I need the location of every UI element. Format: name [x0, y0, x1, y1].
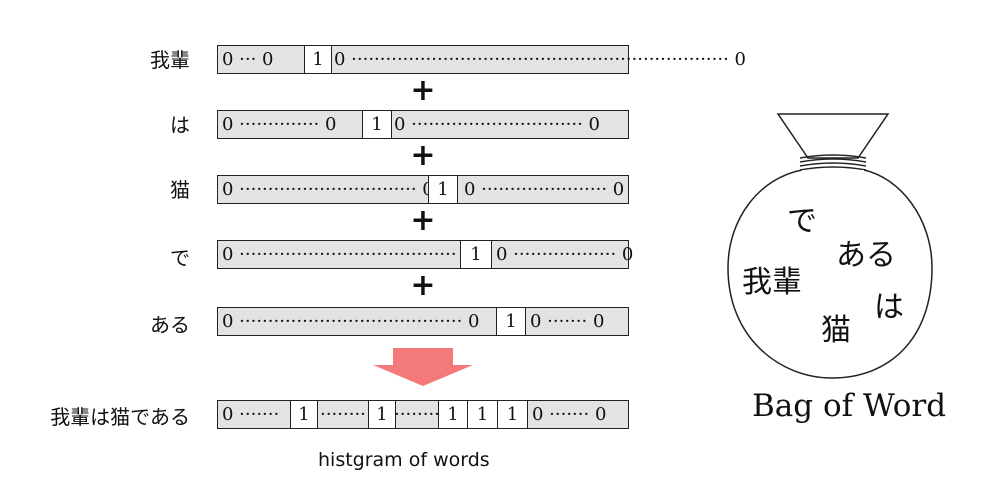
- row-label-4: で: [170, 246, 190, 270]
- one-hot-vector-5: 0 ······································…: [217, 307, 629, 336]
- plus-symbol: +: [410, 268, 436, 303]
- vector-segment: 0 ······························ 0: [394, 114, 600, 135]
- bag-word-de: で: [787, 204, 817, 239]
- down-arrow-icon: [373, 348, 473, 386]
- vector-one-cell: 1: [428, 176, 458, 203]
- bag-word-wagahai: 我輩: [742, 265, 802, 300]
- row-label-1: 我輩: [150, 48, 190, 72]
- vector-segment: 0 ······················ 0: [464, 179, 625, 200]
- vector-one-cell: 1: [498, 401, 528, 428]
- vector-one-cell: 1: [496, 308, 526, 335]
- vector-segment: 0 ······························· 0: [222, 179, 434, 200]
- plus-symbol: +: [410, 73, 436, 108]
- one-hot-vector-1: 0 ··· 0 1 0 ····························…: [217, 45, 746, 74]
- vector-segment: ········: [320, 404, 366, 425]
- vector-one-cell: 1: [468, 401, 498, 428]
- bag-icon: [727, 113, 933, 379]
- vector-one-cell: 1: [460, 241, 492, 268]
- one-hot-vector-2: 0 ·············· 0 1 0 ·················…: [217, 110, 629, 139]
- vector-segment: 0 ······· 0: [530, 311, 605, 332]
- vector-segment: 0 ······································…: [222, 244, 474, 265]
- vector-one-cell: 1: [368, 401, 396, 428]
- vector-segment: 0 ·············· 0: [222, 114, 337, 135]
- row-label-3: 猫: [170, 178, 190, 202]
- bag-word-ha: は: [874, 290, 904, 325]
- bag-word-aru: ある: [836, 238, 896, 273]
- one-hot-vector-4: 0 ······································…: [217, 240, 634, 269]
- plus-symbol: +: [410, 203, 436, 238]
- vector-segment: 0 ·················· 0: [496, 244, 634, 265]
- vector-segment: 0 ······································…: [334, 49, 746, 70]
- histogram-vector: 0 ······· 1 ········ 1 ········ 1 1 1 0 …: [217, 400, 629, 429]
- bag-caption: Bag of Word: [752, 388, 947, 424]
- one-hot-vector-3: 0 ······························· 0 1 0 …: [217, 175, 629, 204]
- vector-segment: 0 ··· 0: [222, 49, 274, 70]
- vector-segment: 0 ·······: [222, 404, 280, 425]
- bag-word-neko: 猫: [821, 313, 851, 348]
- result-label: 我輩は猫である: [50, 405, 190, 429]
- vector-one-cell: 1: [290, 401, 318, 428]
- vector-segment: 0 ······································…: [222, 311, 480, 332]
- row-label-2: は: [170, 113, 190, 137]
- vector-one-cell: 1: [362, 111, 392, 138]
- vector-one-cell: 1: [304, 46, 332, 73]
- row-label-5: ある: [150, 313, 190, 337]
- histogram-caption: histgram of words: [318, 449, 490, 471]
- vector-segment: ········: [394, 404, 440, 425]
- vector-segment: 0 ······· 0: [532, 404, 607, 425]
- vector-one-cell: 1: [438, 401, 468, 428]
- plus-symbol: +: [410, 138, 436, 173]
